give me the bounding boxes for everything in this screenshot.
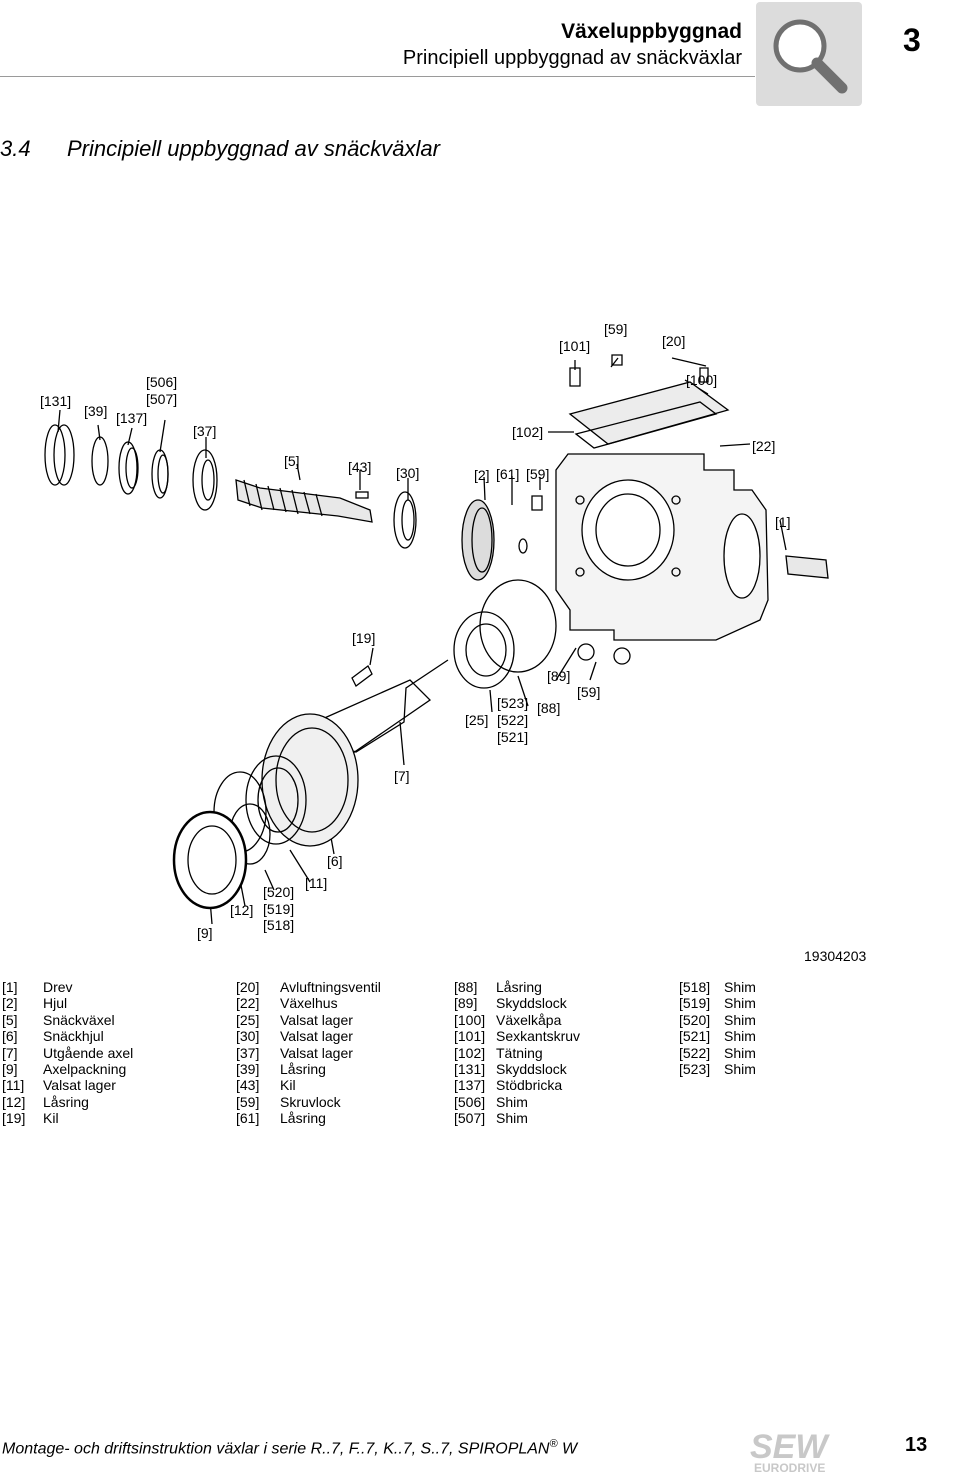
legend-item: [518]Shim <box>679 979 756 995</box>
legend-item: [89]Skyddslock <box>454 995 567 1012</box>
callout-label: [59] <box>526 466 549 482</box>
page-number: 13 <box>905 1434 928 1456</box>
callout-label: [520] <box>263 884 294 900</box>
magnifier-icon <box>756 2 862 106</box>
header-rule <box>0 76 755 77</box>
legend-item: [19]Kil <box>2 1110 59 1127</box>
section-title: Principiell uppbyggnad av snäckväxlar <box>67 136 440 161</box>
legend-item: [88]Låsring <box>454 979 542 995</box>
legend-item: [506]Shim <box>454 1093 528 1110</box>
header-subtitle: Principiell uppbyggnad av snäckväxlar <box>402 47 742 69</box>
callout-label: [59] <box>577 684 600 700</box>
callout-label: [30] <box>396 465 419 481</box>
legend-item: [30]Valsat lager <box>236 1028 353 1045</box>
callout-label: [518] <box>263 917 294 933</box>
callout-label: [523] <box>497 695 528 711</box>
legend-item: [131]Skyddslock <box>454 1061 567 1078</box>
callout-label: [43] <box>348 459 371 475</box>
legend-col-2: [20]Avluftningsventil [22]Växelhus [25]V… <box>236 979 381 1127</box>
callout-label: [6] <box>327 853 343 869</box>
legend-item: [59]Skruvlock <box>236 1093 341 1110</box>
callout-label: [507] <box>146 391 177 407</box>
callout-label: [89] <box>547 668 570 684</box>
callout-label: [12] <box>230 902 253 918</box>
callout-label: [1] <box>775 514 791 530</box>
legend-item: [100]Växelkåpa <box>454 1011 562 1028</box>
header-title: Växeluppbyggnad <box>561 20 742 43</box>
callout-label: [20] <box>662 333 685 349</box>
legend-item: [521]Shim <box>679 1028 756 1045</box>
sew-eurodrive-logo: SEW EURODRIVE <box>750 1428 830 1474</box>
legend-item: [102]Tätning <box>454 1044 543 1061</box>
legend-item: [9]Axelpackning <box>2 1061 127 1078</box>
legend-item: [507]Shim <box>454 1110 528 1127</box>
legend-item: [20]Avluftningsventil <box>236 979 381 995</box>
callout-label: [521] <box>497 729 528 745</box>
legend-item: [2]Hjul <box>2 995 68 1012</box>
callout-label: [5] <box>284 453 300 469</box>
callout-label: [9] <box>197 925 213 941</box>
callout-label: [506] <box>146 374 177 390</box>
legend-item: [12]Låsring <box>2 1093 89 1110</box>
footer-text: Montage- och driftsinstruktion växlar i … <box>2 1438 578 1458</box>
callout-label: [37] <box>193 423 216 439</box>
svg-text:SEW: SEW <box>750 1428 830 1466</box>
section-number: 3.4 <box>0 136 31 161</box>
callout-label: [522] <box>497 712 528 728</box>
legend-item: [137]Stödbricka <box>454 1077 563 1094</box>
chapter-number: 3 <box>903 22 921 58</box>
figure-image-number: 19304203 <box>804 948 867 964</box>
legend-item: [7]Utgående axel <box>2 1044 134 1061</box>
legend-item: [11]Valsat lager <box>2 1077 116 1094</box>
callout-label: [59] <box>604 321 627 337</box>
svg-text:EURODRIVE: EURODRIVE <box>754 1461 825 1474</box>
legend-item: [523]Shim <box>679 1061 756 1078</box>
callout-label: [11] <box>305 875 327 891</box>
callout-label: [7] <box>394 768 410 784</box>
callout-label: [100] <box>686 372 717 388</box>
legend-item: [101]Sexkantskruv <box>454 1028 581 1045</box>
callout-label: [102] <box>512 424 543 440</box>
callout-label: [101] <box>559 338 590 354</box>
legend-col-4: [518]Shim [519]Shim [520]Shim [521]Shim … <box>679 979 756 1077</box>
legend-item: [6]Snäckhjul <box>2 1028 104 1045</box>
callout-label: [137] <box>116 410 147 426</box>
callout-label: [25] <box>465 712 488 728</box>
callout-label: [88] <box>537 700 560 716</box>
legend-col-1: [1]Drev [2]Hjul [5]Snäckväxel [6]Snäckhj… <box>2 979 133 1127</box>
callout-label: [519] <box>263 901 294 917</box>
legend-item: [61]Låsring <box>236 1110 326 1127</box>
legend-item: [37]Valsat lager <box>236 1044 353 1061</box>
legend-item: [25]Valsat lager <box>236 1011 353 1028</box>
legend-item: [43]Kil <box>236 1077 296 1094</box>
legend-item: [5]Snäckväxel <box>2 1011 115 1028</box>
legend-col-3: [88]Låsring [89]Skyddslock [100]Växelkåp… <box>454 979 580 1127</box>
section-heading: 3.4 Principiell uppbyggnad av snäckväxlar <box>0 136 440 162</box>
callout-label: [2] <box>474 467 490 483</box>
callout-label: [61] <box>496 466 519 482</box>
legend-item: [522]Shim <box>679 1044 756 1061</box>
callout-label: [22] <box>752 438 775 454</box>
legend-item: [39]Låsring <box>236 1061 326 1078</box>
legend-item: [22]Växelhus <box>236 995 338 1012</box>
callout-label: [19] <box>352 630 375 646</box>
legend-item: [520]Shim <box>679 1011 756 1028</box>
legend-item: [1]Drev <box>2 979 73 995</box>
callout-label: [39] <box>84 403 107 419</box>
exploded-view-drawing: [131] [39] [137] [506][507] [37] [5] [43] [30] [… <box>40 321 829 941</box>
callout-label: [131] <box>40 393 71 409</box>
legend-item: [519]Shim <box>679 995 756 1012</box>
